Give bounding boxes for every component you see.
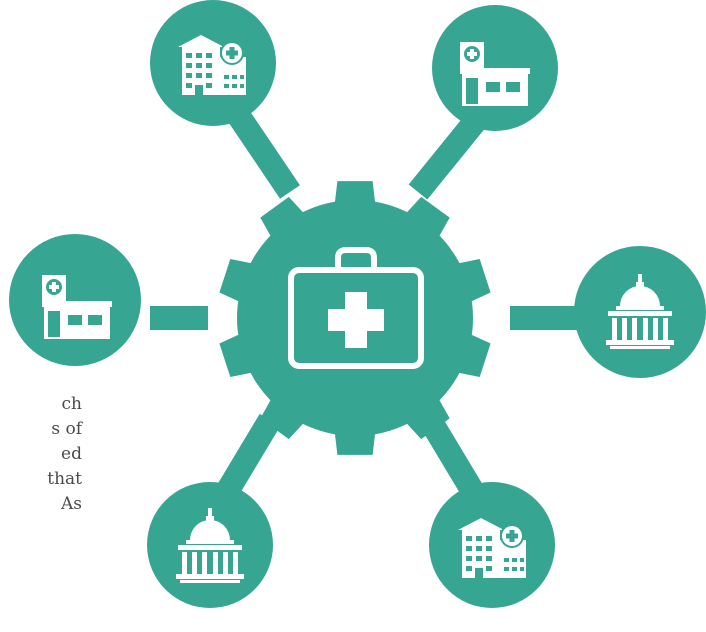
- text-line: As: [60, 494, 82, 514]
- hospital-building-icon: [458, 518, 526, 578]
- node-capitol-right: [574, 246, 706, 378]
- cropped-body-text: ch s of ed that As: [0, 390, 120, 632]
- connector-line: [226, 105, 300, 199]
- gear-tooth: [401, 196, 450, 243]
- text-line: ch: [61, 394, 82, 414]
- medical-kit-icon: [288, 247, 424, 369]
- gear-tooth: [260, 393, 309, 440]
- connector-line: [408, 110, 488, 200]
- text-line: ed: [61, 444, 82, 464]
- node-clinic-left: [9, 234, 141, 366]
- hospital-building-icon: [178, 35, 246, 95]
- connector-line: [150, 306, 208, 330]
- node-hospital-top-left: [150, 0, 276, 126]
- node-hospital-bottom-right: [429, 482, 555, 608]
- gear-tooth: [401, 393, 450, 440]
- connector-line: [510, 306, 580, 330]
- gear-tooth: [260, 196, 309, 243]
- text-line: that: [47, 469, 82, 489]
- text-line: s of: [51, 419, 82, 439]
- node-clinic-top-right: [432, 5, 558, 131]
- medical-cross-icon: [328, 292, 384, 348]
- node-capitol-bottom-left: [147, 482, 273, 608]
